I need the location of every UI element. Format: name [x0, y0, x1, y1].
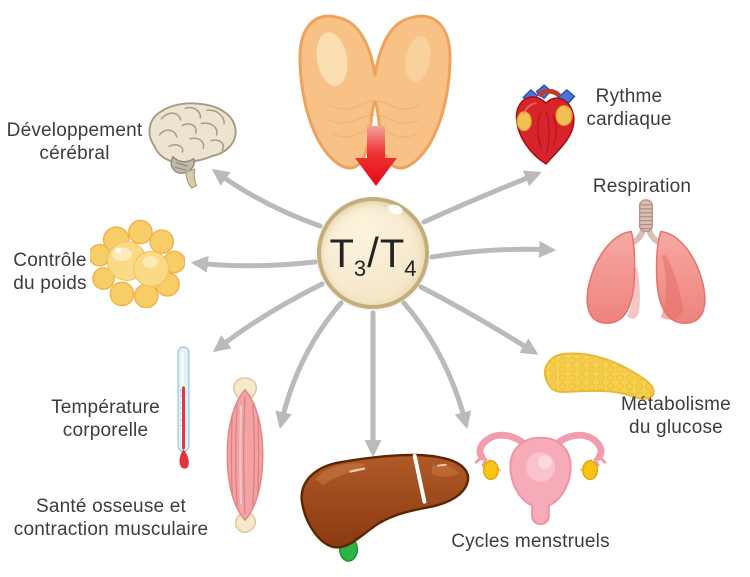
pancreas-icon [543, 352, 655, 400]
hormone-t3-letter: T [329, 232, 354, 276]
label-menstrual-cycles: Cycles menstruels [451, 531, 610, 552]
arrow-to-muscle [275, 300, 344, 429]
label-bone-muscle: Santé osseuse et contraction musculaire [13, 496, 209, 541]
red-down-arrow-icon [355, 126, 397, 186]
uterus-icon [474, 431, 607, 526]
hormone-t3-sub: 3 [353, 256, 367, 281]
muscle-and-bone-icon [226, 377, 264, 533]
arrow-to-heart [421, 170, 542, 225]
label-respiration: Respiration [592, 176, 692, 197]
arrow-to-uterus [401, 300, 472, 429]
hormone-t4-letter: T [379, 232, 405, 276]
circle-shine [386, 203, 404, 217]
heart-icon [515, 84, 576, 165]
arrow-to-lungs [429, 240, 557, 260]
fat-cell-icon [90, 219, 185, 308]
label-brain-development: Développement cérébral [6, 120, 143, 165]
liver-icon [300, 453, 470, 562]
label-cardiac-rhythm: Rythme cardiaque [586, 86, 672, 131]
arrow-to-brain [211, 169, 323, 229]
arrow-to-thermometer [212, 281, 325, 353]
hormone-t4-sub: 4 [404, 256, 417, 281]
thermometer-icon [177, 346, 190, 469]
hormone-separator: / [367, 229, 379, 276]
thyroid-gland-icon [298, 14, 452, 170]
brain-icon [148, 102, 237, 189]
label-body-temperature: Température corporelle [51, 397, 160, 442]
arrow-to-pancreas [418, 284, 539, 355]
lungs-icon [586, 199, 706, 324]
label-weight-control: Contrôle du poids [13, 250, 87, 295]
label-glucose-metabolism: Métabolisme du glucose [621, 394, 731, 439]
arrow-to-fat-cell [190, 255, 318, 273]
